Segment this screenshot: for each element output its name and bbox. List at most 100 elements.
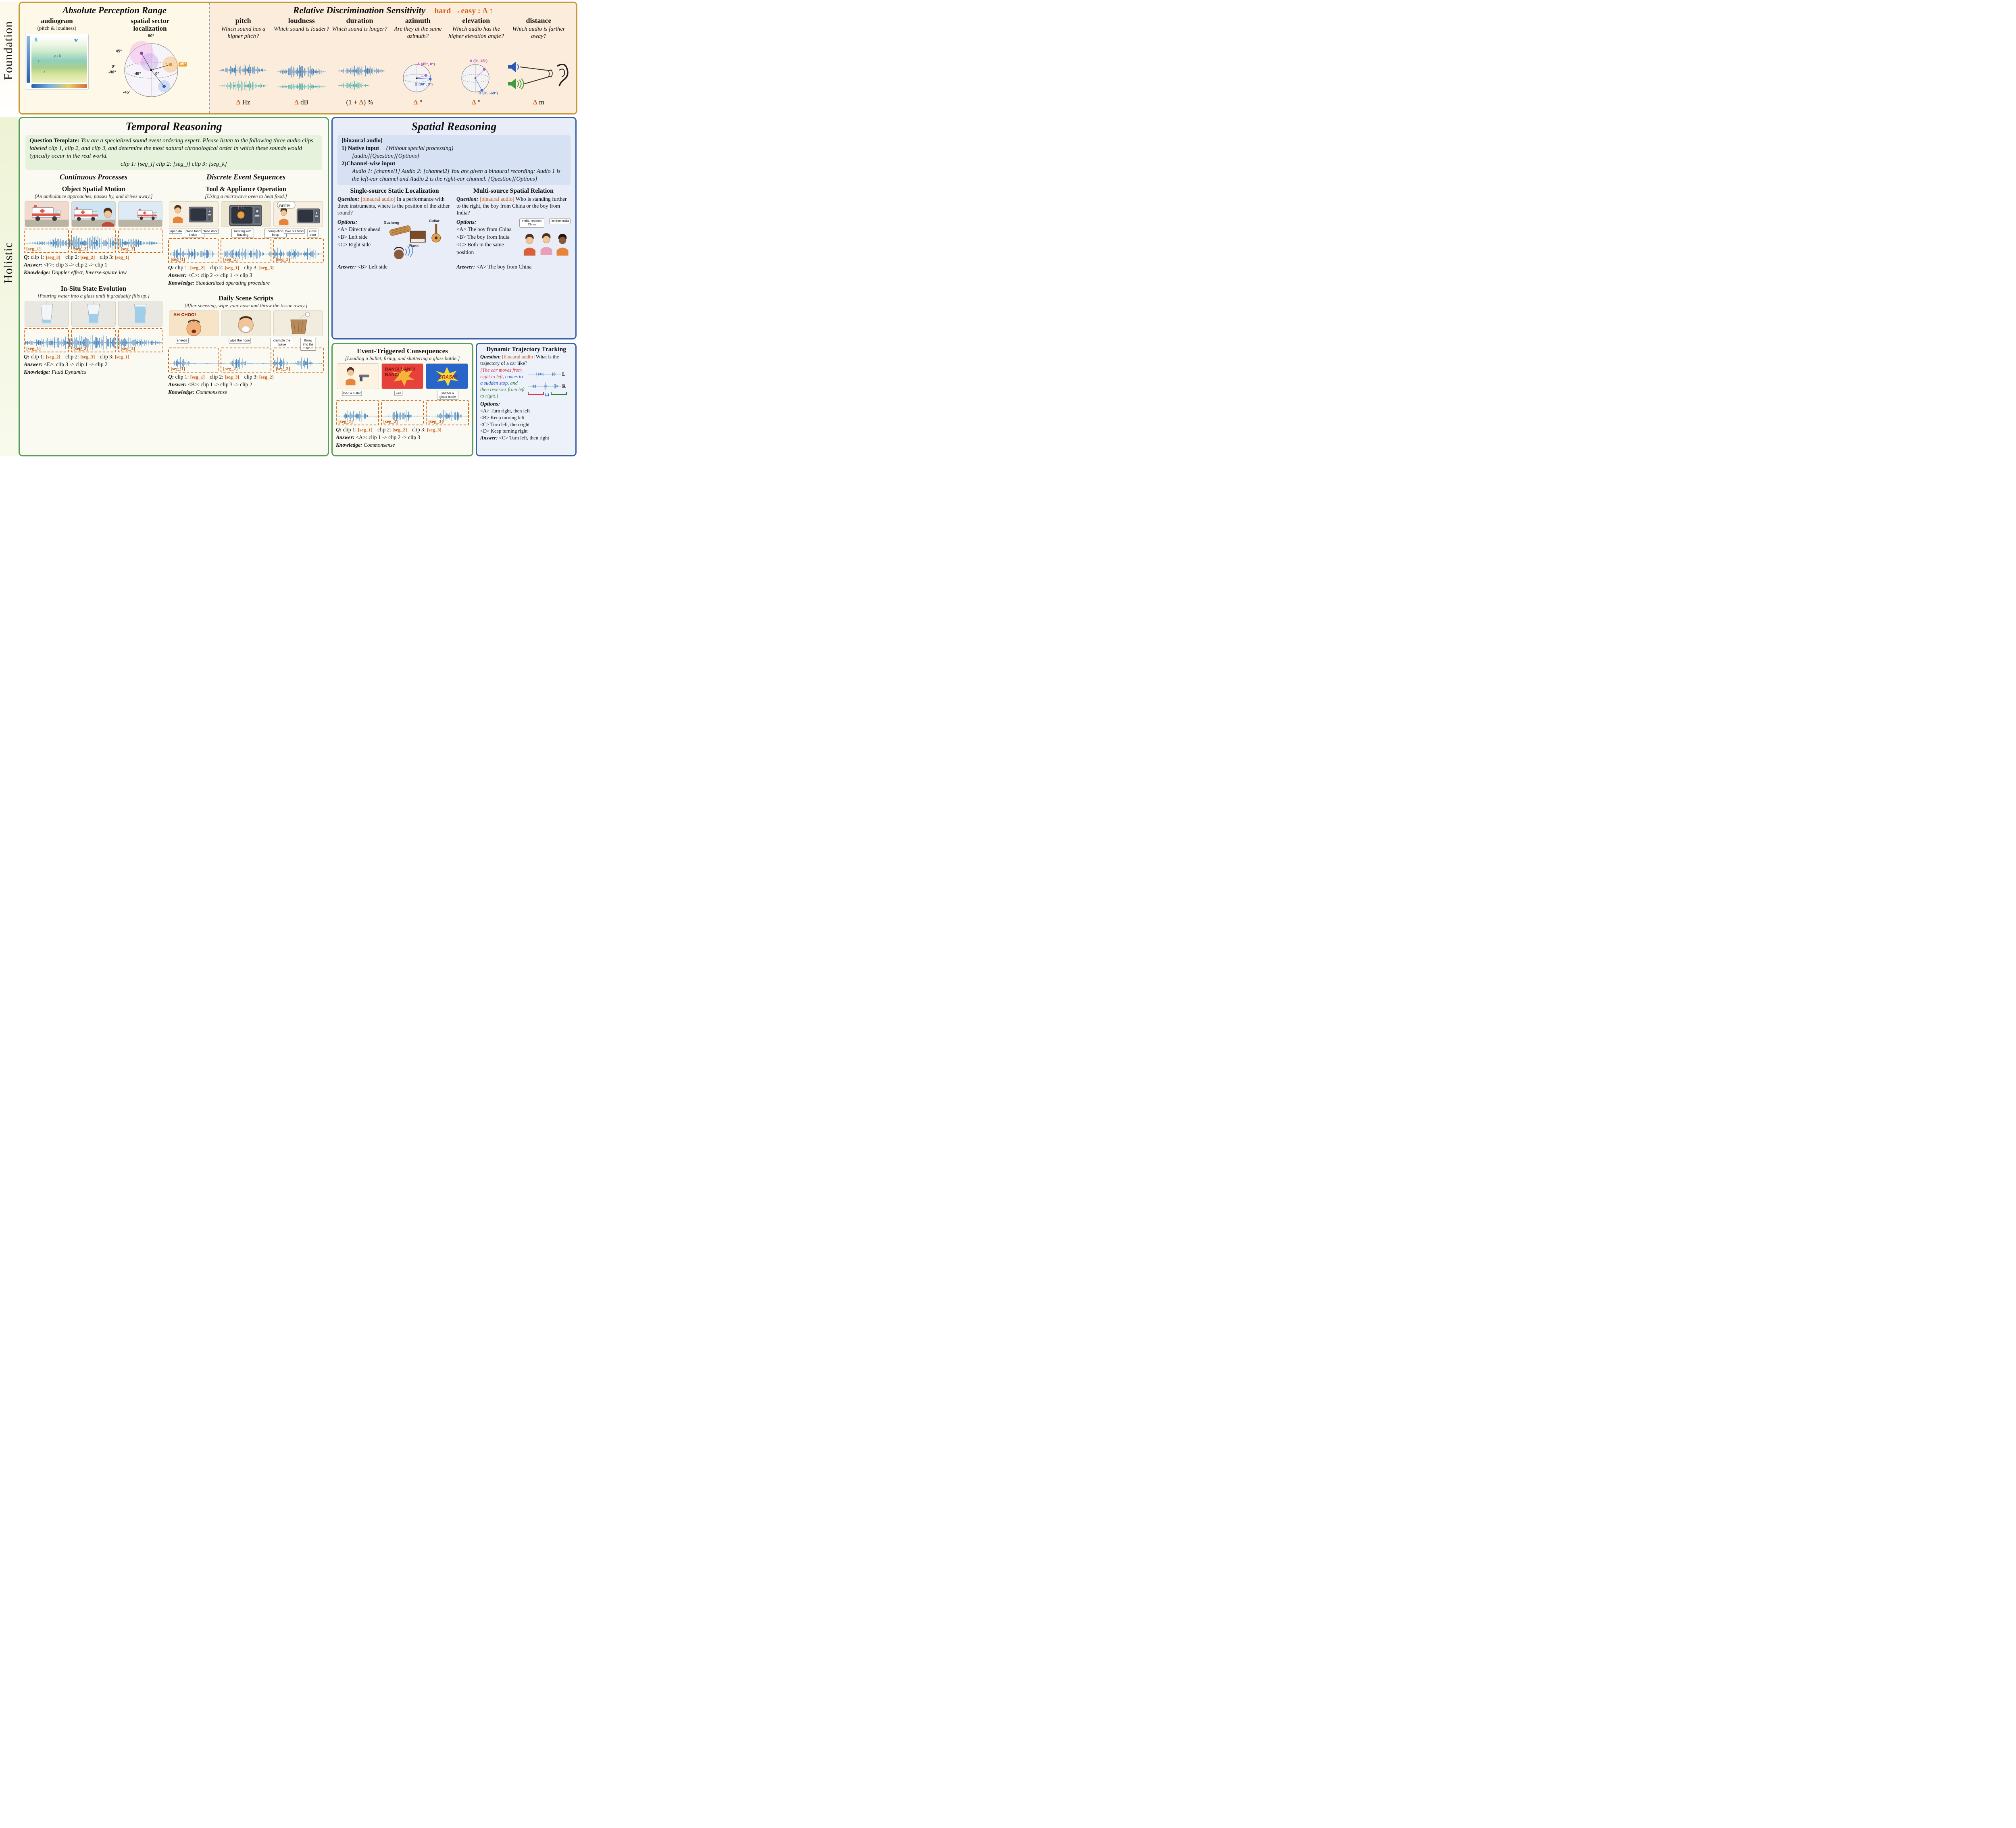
- dynamic-options: Options: <A> Turn right, then left <B> K…: [480, 400, 572, 435]
- temporal-reasoning-section: Temporal Reasoning Question Template: Yo…: [19, 117, 329, 456]
- single-options: Options: <A> Directly ahead <B> Left sid…: [337, 217, 381, 262]
- template-body: You are a specialized sound event orderi…: [29, 137, 313, 160]
- trajectory-brackets: [528, 392, 572, 397]
- options-label: Options:: [480, 400, 500, 407]
- card2-caption: [Using a microwave oven to heat food.]: [205, 193, 287, 199]
- azimuth-metric: Δ °: [413, 98, 423, 106]
- duration-name: duration: [346, 17, 373, 25]
- segment-box-2: [seg_2]: [221, 238, 271, 264]
- card2-title: Tool & Appliance Operation: [206, 185, 286, 193]
- figure-page: Foundation Holistic Absolute Perception …: [0, 0, 579, 459]
- knowledge-line: Knowledge: Standardized operating proced…: [168, 279, 270, 286]
- segment-box-1: [seg_1]: [24, 229, 69, 253]
- question-line: Q: clip 1: [seg_2] clip 2: [seg_3] clip …: [24, 354, 129, 360]
- spatial-title: Spatial Reasoning: [411, 121, 497, 133]
- illustration-glass-half: [71, 301, 116, 327]
- col-duration: duration Which sound is longer? (1 + Δ) …: [331, 17, 389, 106]
- kids-illustration: Hello, I'm from China I'm from India: [519, 217, 571, 262]
- card4-title: Event-Triggered Consequences: [357, 347, 448, 355]
- option-a: <A> Turn right, then left: [480, 408, 530, 414]
- trajectory-blue: comes to a sudden stop,: [480, 374, 523, 386]
- deg-0-c: 0°: [155, 72, 159, 77]
- bubble-india: I'm from India: [549, 218, 571, 224]
- ahchoo-text: AH-CHOO!: [173, 312, 196, 318]
- duration-metric: (1 + Δ) %: [346, 98, 373, 106]
- distance-name: distance: [526, 17, 552, 25]
- card-object-spatial-motion: Object Spatial Motion [An ambulance appr…: [24, 185, 163, 276]
- guitar-label: Guitar: [429, 219, 440, 223]
- azimuth-name: azimuth: [405, 17, 431, 25]
- waveform-strip: sneeze wipe the nose crumple the tissue …: [168, 338, 324, 373]
- col-azimuth: azimuth Are they at the same azimuth? A …: [389, 17, 447, 106]
- multi-source-spatial-relation: Multi-source Spatial Relation Question: …: [456, 187, 571, 270]
- question-line: Q: clip 1: [seg_2] clip 2: [seg_1] clip …: [168, 264, 274, 271]
- illustration-throw-tissue-bin: [273, 310, 323, 337]
- elevation-graphic: [461, 64, 489, 93]
- native-input-format: [audio]{Question}{Options}: [352, 152, 419, 159]
- card3-title: Daily Scene Scripts: [219, 294, 273, 302]
- card3-caption: [After sneezing, wipe your nose and thro…: [184, 303, 308, 309]
- illustration-glass-full: [118, 301, 162, 327]
- segment-box-1: [seg_1]: [336, 400, 379, 426]
- discrete-event-sequences-column: Discrete Event Sequences Tool & Applianc…: [168, 173, 324, 396]
- bang-text: BANG! BANG! BANG!: [385, 367, 415, 377]
- guzheng-label: Guzheng: [383, 221, 400, 225]
- segment-box-2: [seg_2]: [71, 328, 116, 353]
- elevation-point-b: B (0°, -60°): [478, 91, 498, 96]
- option-c: <C> Right side: [337, 242, 371, 248]
- elevation-metric: Δ °: [471, 98, 481, 106]
- segment-box-1: [seg_1]: [168, 238, 219, 264]
- audiogram-title: audiogram: [41, 17, 73, 25]
- illustration-beep-take-food: BEEP!: [273, 201, 323, 227]
- option-c: <C> Both in the same position: [456, 242, 504, 256]
- waveform-strip: open door place food inside close door h…: [168, 229, 324, 264]
- segment-box-2: [seg_2]: [221, 348, 271, 373]
- spatial-sector-title: spatial sector localization: [131, 17, 169, 32]
- option-a: <A> The boy from China: [456, 226, 512, 233]
- azimuth-graphic: [403, 64, 432, 93]
- illustration-crash-panel: CRASH!: [426, 363, 469, 389]
- relative-discrimination-sensitivity: Relative Discrimination Sensitivity hard…: [209, 3, 576, 113]
- answer-line: Answer: <A>: clip 1 -> clip 2 -> clip 3: [336, 434, 421, 440]
- col-elevation: elevation Which audio has the higher ele…: [447, 17, 505, 106]
- left-channel-label: L: [562, 371, 566, 377]
- illustration-ambulance-passing-person: [71, 201, 116, 227]
- binaural-tag: [binaural audio]: [502, 354, 535, 360]
- card0-caption: [An ambulance approaches, passes by, and…: [34, 193, 153, 199]
- audiogram-bands: [31, 36, 87, 83]
- option-b: <B> Keep turning left: [480, 414, 525, 421]
- card1-title: In-Situ State Evolution: [60, 285, 127, 293]
- difficulty-note: hard →easy : Δ ↑: [434, 6, 494, 15]
- holistic-label: Holistic: [2, 242, 15, 283]
- spatial-reasoning-section: Spatial Reasoning [binaural audio] 1) Na…: [331, 117, 577, 339]
- spatial-sector-block: spatial sector localization: [94, 17, 206, 105]
- knowledge-line: Knowledge: Doppler effect, Inverse-squar…: [24, 269, 127, 275]
- dynamic-trajectory-tracking: Dynamic Trajectory Tracking Question: [b…: [476, 343, 577, 456]
- temporal-title: Temporal Reasoning: [125, 121, 222, 133]
- relative-title: Relative Discrimination Sensitivity: [293, 5, 426, 15]
- duration-waveforms: [334, 57, 385, 98]
- segment-box-3: [seg_3]: [118, 229, 163, 253]
- waveform-strip: load a bullet Fire shatter a glass bottl…: [336, 391, 469, 426]
- piano-label: Piano: [408, 244, 419, 248]
- binaural-waveforms: L R: [528, 367, 572, 399]
- holistic-side-strip: [0, 117, 19, 456]
- segment-box-3: [seg_3]: [273, 238, 324, 264]
- card-tool-appliance-operation: Tool & Appliance Operation [Using a micr…: [168, 185, 324, 286]
- card1-caption: [Pouring water into a glass until it gra…: [37, 293, 150, 299]
- green-bracket: [551, 392, 567, 396]
- option-b: <B> The boy from India: [456, 234, 510, 240]
- segment-box-1: [seg_1]: [24, 328, 69, 353]
- spatial-sector-sphere: 90° 45° 0° -90° -45° 0° 45° -45°: [100, 33, 200, 105]
- single-question: Question: [binaural audio] In a performa…: [337, 196, 450, 216]
- answer-line: Answer: <E>: clip 3 -> clip 1 -> clip 2: [24, 361, 108, 368]
- pitch-question: Which sound has a higher pitch?: [221, 26, 266, 40]
- deg-0: 0°: [112, 65, 116, 69]
- waveform-strip: [seg_1] [seg_2] [seg_3]: [24, 328, 163, 353]
- azimuth-sphere: A (45°, 0°) B (90°, 0°): [394, 57, 442, 98]
- multi-question: Question: [binaural audio] Who is standi…: [456, 196, 567, 216]
- deg-45: 45°: [116, 49, 122, 54]
- right-channel-label: R: [562, 383, 566, 389]
- card4-caption: [Loading a bullet, firing, and shatterin…: [345, 356, 460, 361]
- pitch-waveforms: [219, 57, 268, 98]
